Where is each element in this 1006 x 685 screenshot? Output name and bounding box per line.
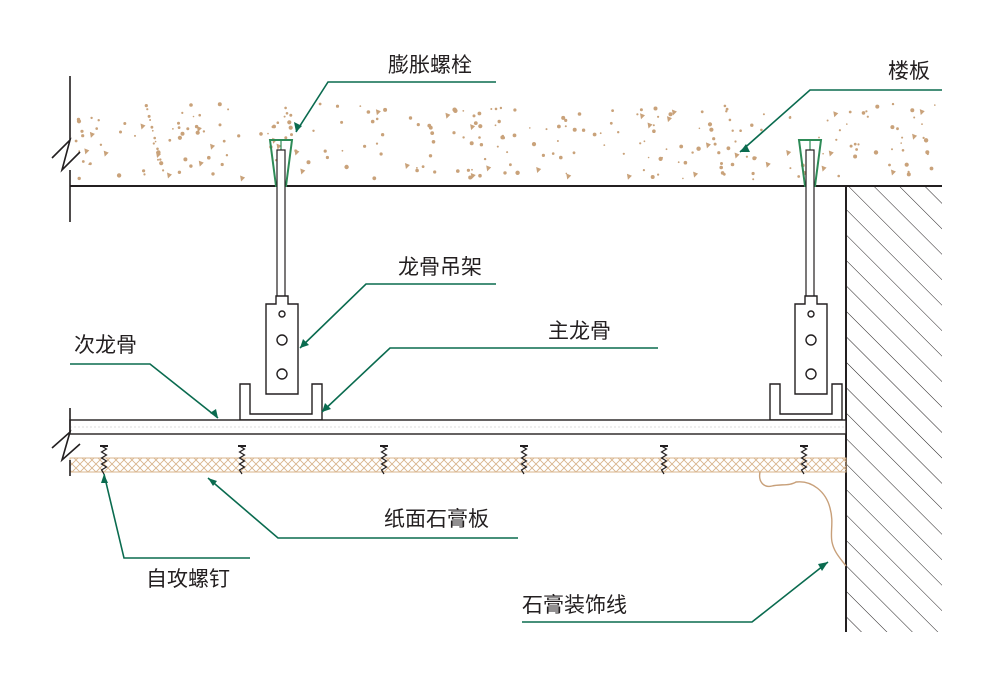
screw-4 bbox=[520, 445, 528, 475]
screw-2 bbox=[238, 445, 246, 475]
leader-secondary-keel bbox=[70, 363, 219, 419]
leader-floor-slab bbox=[739, 89, 942, 153]
floor-slab bbox=[70, 96, 942, 187]
screw-1 bbox=[100, 445, 108, 475]
label-gypsum-board: 纸面石膏板 bbox=[384, 507, 489, 531]
secondary-keel bbox=[69, 419, 847, 435]
leader-hanger bbox=[299, 283, 496, 349]
leader-gypsum-molding bbox=[522, 561, 829, 623]
leader-self-tapping-screw bbox=[103, 473, 250, 559]
expansion-bolt-right bbox=[797, 139, 823, 311]
break-line-upper bbox=[51, 76, 81, 222]
leader-gypsum-board bbox=[207, 477, 518, 539]
label-expansion-bolt: 膨胀螺栓 bbox=[388, 53, 472, 77]
keel-hanger-left bbox=[265, 295, 299, 395]
wall bbox=[845, 186, 942, 632]
leader-main-keel bbox=[321, 347, 658, 413]
gypsum-molding bbox=[758, 471, 847, 567]
screw-6 bbox=[800, 445, 808, 475]
leader-expansion-bolt bbox=[295, 81, 496, 133]
keel-hanger-right bbox=[794, 295, 828, 395]
screw-3 bbox=[380, 445, 388, 475]
leader-arrowheads bbox=[101, 122, 828, 571]
screw-5 bbox=[660, 445, 668, 475]
leader-lines bbox=[70, 81, 942, 623]
label-self-tapping-screw: 自攻螺钉 bbox=[146, 567, 230, 591]
label-secondary-keel: 次龙骨 bbox=[74, 333, 137, 357]
self-tapping-screws bbox=[100, 445, 808, 475]
labels: 膨胀螺栓 楼板 龙骨吊架 主龙骨 次龙骨 纸面石膏板 自攻螺钉 石膏装饰线 bbox=[74, 53, 930, 617]
label-floor-slab: 楼板 bbox=[888, 59, 930, 83]
expansion-bolt-left bbox=[268, 139, 294, 311]
break-line-lower bbox=[51, 408, 81, 476]
gypsum-board bbox=[69, 457, 847, 473]
label-gypsum-molding: 石膏装饰线 bbox=[522, 593, 627, 617]
label-hanger: 龙骨吊架 bbox=[398, 255, 482, 279]
label-main-keel: 主龙骨 bbox=[548, 319, 611, 343]
